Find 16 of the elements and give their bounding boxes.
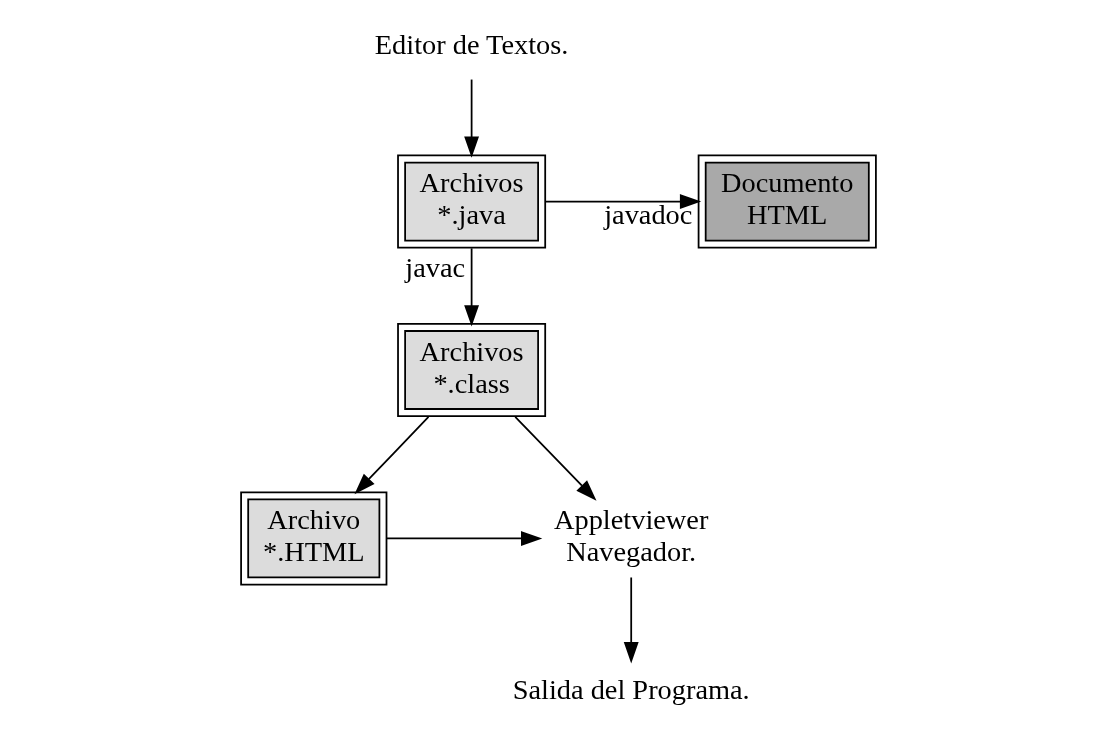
arrow — [385, 531, 542, 546]
node-box: Archivo *.HTML — [239, 491, 387, 586]
edge-label: javac — [404, 251, 465, 283]
arrow — [513, 415, 597, 501]
node-text: Editor de Textos. — [374, 29, 568, 61]
node-text: Appletviewer Navegador. — [553, 504, 708, 568]
arrow — [463, 247, 479, 327]
arrow — [544, 194, 701, 209]
edge-label: javadoc — [603, 199, 692, 231]
node-box: Archivos *.class — [396, 323, 546, 417]
node-box: Documento HTML — [697, 154, 877, 249]
arrow — [353, 415, 429, 495]
arrow — [623, 576, 639, 664]
arrow — [463, 78, 479, 158]
node-text: Salida del Programa. — [512, 674, 750, 706]
node-box: Archivos *.java — [396, 154, 546, 249]
